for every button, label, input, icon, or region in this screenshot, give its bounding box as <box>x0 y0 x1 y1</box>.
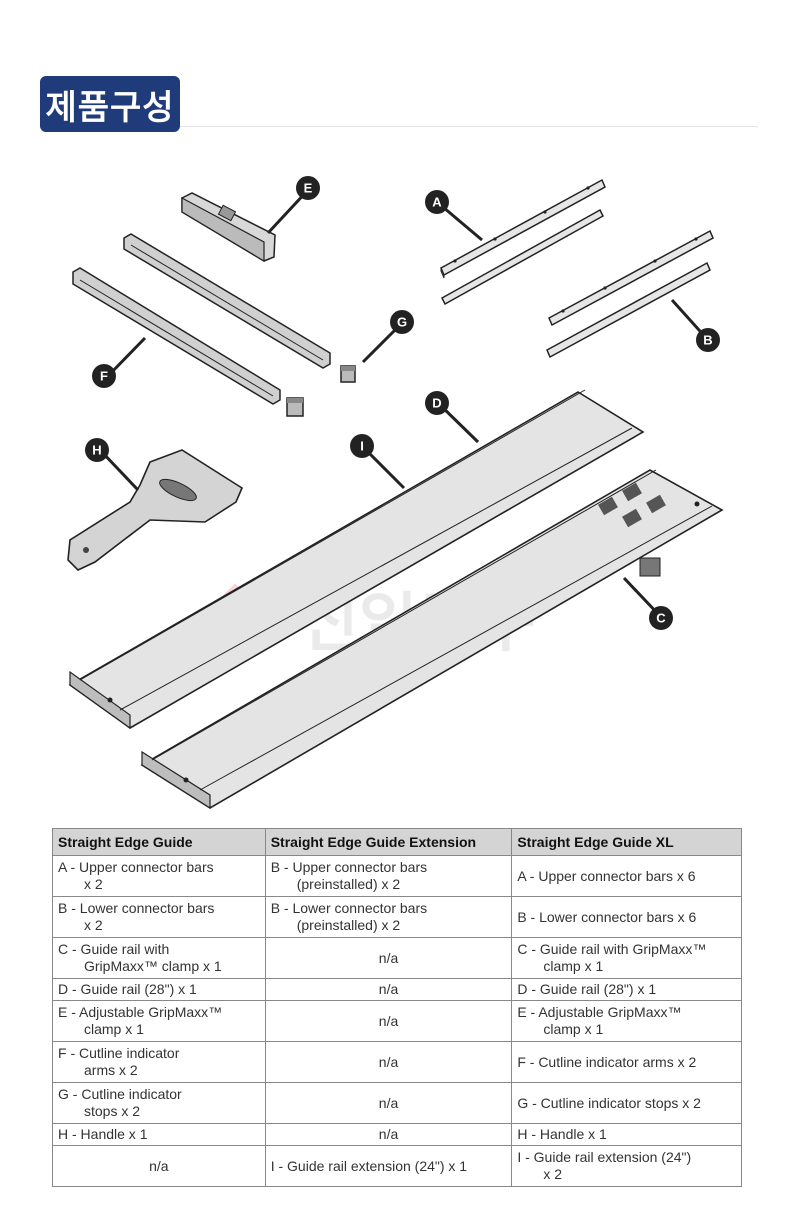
table-cell: F - Cutline indicator arms x 2 <box>52 1041 266 1083</box>
table-cell-text: F - Cutline indicator arms x 2 <box>517 1053 697 1070</box>
table-cell-text: I - Guide rail extension (24") x 1 <box>270 1157 468 1174</box>
table-cell-text: C - Guide rail with GripMaxx™ clamp x 1 <box>58 941 222 974</box>
callout-g-leader <box>361 323 402 364</box>
table-header-row: Straight Edge Guide Straight Edge Guide … <box>52 828 742 856</box>
table-cell: D - Guide rail (28") x 1 <box>511 978 742 1001</box>
table-cell: C - Guide rail with GripMaxx™ clamp x 1 <box>52 937 266 979</box>
callout-g: G <box>390 310 414 334</box>
table-cell: B - Lower connector bars x 2 <box>52 896 266 938</box>
title-divider <box>180 126 758 127</box>
table-cell-text: D - Guide rail (28") x 1 <box>517 981 657 997</box>
callout-i-label: I <box>360 439 364 454</box>
table-cell-text: C - Guide rail with GripMaxx™ clamp x 1 <box>517 941 707 974</box>
callout-b-label: B <box>703 333 712 348</box>
callout-a: A <box>425 190 449 214</box>
table-cell-text: B - Lower connector bars x 2 <box>58 900 215 933</box>
part-e-clamp <box>181 192 276 263</box>
table-row: B - Lower connector bars x 2 B - Lower co… <box>52 896 742 938</box>
table-cell: B - Lower connector bars x 6 <box>511 896 742 938</box>
table-cell: n/a <box>52 1145 266 1187</box>
section-title: 제품구성 <box>40 76 180 132</box>
callout-c: C <box>649 606 673 630</box>
callout-e-label: E <box>304 181 313 196</box>
table-cell: E - Adjustable GripMaxx™ clamp x 1 <box>52 1000 266 1042</box>
table-cell-text: B - Lower connector bars x 6 <box>517 908 697 925</box>
callout-d: D <box>425 391 449 415</box>
callout-h-label: H <box>92 443 101 458</box>
table-cell: n/a <box>264 1082 513 1124</box>
callout-c-label: C <box>656 611 666 626</box>
table-cell-text: G - Cutline indicator stops x 2 <box>517 1094 701 1111</box>
table-cell-text: B - Lower connector bars (preinstalled) … <box>270 900 428 933</box>
table-cell: E - Adjustable GripMaxx™ clamp x 1 <box>511 1000 742 1042</box>
column-header: Straight Edge Guide <box>52 828 266 856</box>
callout-d-label: D <box>432 396 441 411</box>
table-cell: H - Handle x 1 <box>52 1123 266 1146</box>
table-cell: G - Cutline indicator stops x 2 <box>511 1082 742 1124</box>
table-cell: n/a <box>264 978 513 1001</box>
table-cell-text: H - Handle x 1 <box>58 1126 148 1142</box>
table-cell: I - Guide rail extension (24") x 1 <box>264 1145 513 1187</box>
table-cell: n/a <box>264 1000 513 1042</box>
table-cell-text: G - Cutline indicator stops x 2 <box>58 1086 182 1119</box>
table-cell: D - Guide rail (28") x 1 <box>52 978 266 1001</box>
table-cell: C - Guide rail with GripMaxx™ clamp x 1 <box>511 937 742 979</box>
callout-f-label: F <box>100 369 108 384</box>
callout-h: H <box>85 438 109 462</box>
callout-e: E <box>296 176 320 200</box>
table-cell: B - Upper connector bars (preinstalled) … <box>264 855 513 897</box>
table-body: A - Upper connector bars x 2 B - Upper co… <box>52 855 742 1187</box>
callout-f: F <box>92 364 116 388</box>
callout-g-label: G <box>397 315 407 330</box>
part-f-indicator-arms <box>72 233 331 405</box>
callout-b: B <box>696 328 720 352</box>
column-header: Straight Edge Guide XL <box>511 828 742 856</box>
table-cell-text: I - Guide rail extension (24") x 2 <box>517 1149 692 1182</box>
table-cell-text: B - Upper connector bars (preinstalled) … <box>270 859 428 892</box>
table-cell-text: H - Handle x 1 <box>517 1126 607 1142</box>
table-cell: A - Upper connector bars x 6 <box>511 855 742 897</box>
table-cell: H - Handle x 1 <box>511 1123 742 1146</box>
part-i-rail-extension <box>68 389 645 730</box>
table-cell-text: F - Cutline indicator arms x 2 <box>58 1045 180 1078</box>
table-cell: n/a <box>264 1041 513 1083</box>
table-cell: G - Cutline indicator stops x 2 <box>52 1082 266 1124</box>
table-cell-text: A - Upper connector bars x 6 <box>517 867 696 884</box>
part-a-connector-bars <box>440 178 606 306</box>
table-row: A - Upper connector bars x 2 B - Upper co… <box>52 855 742 897</box>
table-cell-text: D - Guide rail (28") x 1 <box>58 981 197 997</box>
callout-i: I <box>350 434 374 458</box>
column-header: Straight Edge Guide Extension <box>264 828 513 856</box>
part-b-connector-bars <box>546 229 714 359</box>
part-c-guide-rail <box>140 469 724 810</box>
parts-diagram: 신일공구 A B E <box>67 176 724 810</box>
part-h-handle <box>67 449 244 571</box>
table-cell: I - Guide rail extension (24") x 2 <box>511 1145 742 1187</box>
parts-table: Straight Edge Guide Straight Edge Guide … <box>52 828 742 1187</box>
table-cell: n/a <box>264 937 513 979</box>
table-cell: A - Upper connector bars x 2 <box>52 855 266 897</box>
table-cell-text: A - Upper connector bars x 2 <box>58 859 214 892</box>
table-cell: F - Cutline indicator arms x 2 <box>511 1041 742 1083</box>
part-g-indicator-stops <box>286 365 356 417</box>
callout-a-label: A <box>432 195 442 210</box>
table-cell-text: E - Adjustable GripMaxx™ clamp x 1 <box>517 1004 682 1037</box>
table-cell: n/a <box>264 1123 513 1146</box>
table-cell-text: E - Adjustable GripMaxx™ clamp x 1 <box>58 1004 223 1037</box>
table-cell: B - Lower connector bars (preinstalled) … <box>264 896 513 938</box>
